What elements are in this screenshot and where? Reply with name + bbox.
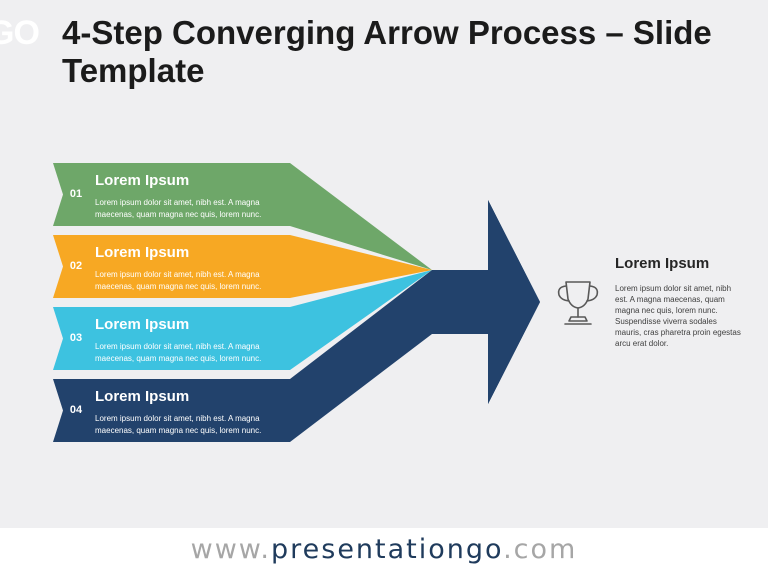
footer-url-suffix: .com (503, 534, 578, 565)
footer-url-prefix: www. (190, 534, 271, 565)
step-4-description: Lorem ipsum dolor sit amet, nibh est. A … (95, 414, 262, 435)
converging-arrow-diagram (53, 163, 599, 442)
step-1-title: Lorem Ipsum (95, 172, 190, 189)
footer-url[interactable]: www.presentationgo.com (0, 534, 768, 565)
step-3-description: Lorem ipsum dolor sit amet, nibh est. A … (95, 342, 262, 363)
step-2-title: Lorem Ipsum (95, 244, 190, 261)
trophy-icon (557, 281, 599, 325)
step-3-band (53, 270, 432, 370)
step-4-title: Lorem Ipsum (95, 388, 190, 405)
step-2-number: 02 (69, 260, 83, 272)
step-1-band (53, 163, 432, 270)
footer-url-brand: presentationgo (271, 534, 504, 565)
step-2-band (53, 235, 432, 298)
step-3-number: 03 (69, 332, 83, 344)
main-arrow (432, 200, 540, 404)
slide-title: 4-Step Converging Arrow Process – Slide … (62, 14, 712, 89)
step-3-title: Lorem Ipsum (95, 316, 190, 333)
step-2-description: Lorem ipsum dolor sit amet, nibh est. A … (95, 270, 262, 291)
result-title: Lorem Ipsum (615, 255, 710, 272)
brand-logo: GO (0, 14, 40, 52)
result-description: Lorem ipsum dolor sit amet, nibh est. A … (615, 284, 741, 348)
step-4-band (53, 200, 540, 442)
step-4-number: 04 (69, 404, 83, 416)
step-1-number: 01 (69, 188, 83, 200)
step-1-description: Lorem ipsum dolor sit amet, nibh est. A … (95, 198, 262, 219)
footer-bar: www.presentationgo.com (0, 528, 768, 576)
